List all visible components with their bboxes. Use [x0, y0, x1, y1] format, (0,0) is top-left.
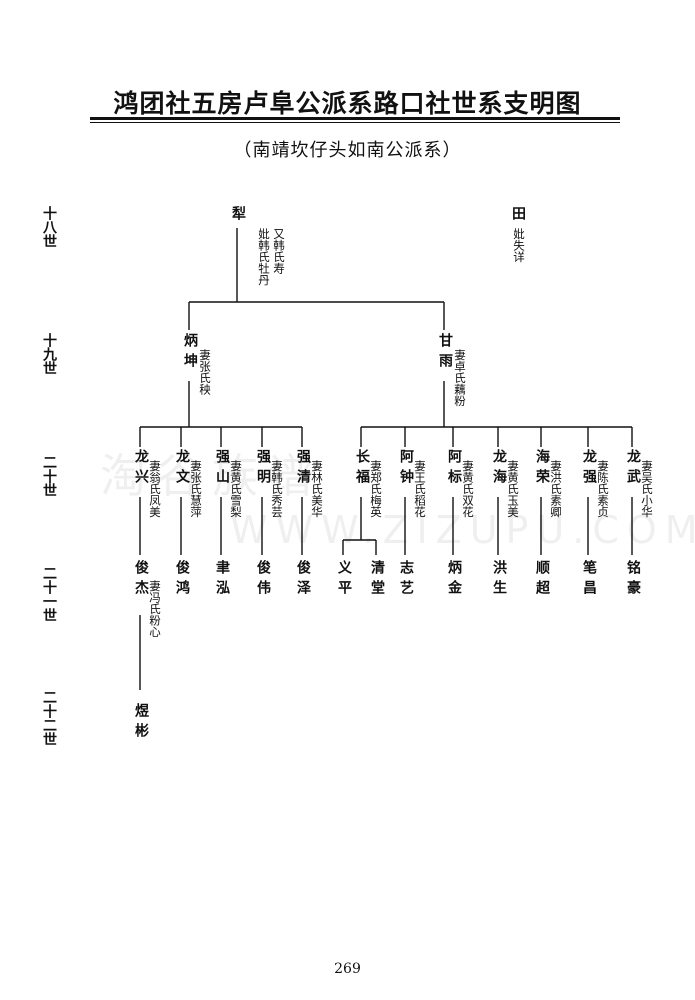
person-name: 犁 — [230, 206, 246, 226]
generation-label: 二十二世 — [41, 690, 57, 746]
title-rule-thick — [90, 117, 620, 120]
person-name: 甘雨 — [437, 333, 453, 373]
person-name: 俊泽 — [295, 560, 311, 600]
spouse-note: 妻张氏秧 — [198, 349, 212, 395]
person-name: 强明 — [255, 449, 271, 489]
spouse-note: 妣韩氏牡丹 — [257, 228, 271, 286]
spouse-note: 妻郑氏梅英 — [369, 460, 383, 518]
person-name: 长福 — [354, 449, 370, 489]
person-name: 强山 — [214, 449, 230, 489]
person-name: 炳金 — [446, 560, 462, 600]
spouse-note: 妻林氏美华 — [310, 460, 324, 518]
spouse-note: 妻黄氏双花 — [461, 460, 475, 518]
person-name: 洪生 — [491, 560, 507, 600]
person-name: 俊鸿 — [174, 560, 190, 600]
page-number: 269 — [334, 961, 361, 977]
spouse-note: 妻韩氏秀芸 — [270, 460, 284, 518]
spouse-note: 妻洪氏素卿 — [549, 460, 563, 518]
person-name: 铭豪 — [625, 560, 641, 600]
person-name: 俊伟 — [255, 560, 271, 600]
spouse-note: 妻张氏慧萍 — [189, 460, 203, 518]
person-name: 顺超 — [534, 560, 550, 600]
spouse-note: 妻卓氏藕粉 — [453, 349, 467, 407]
watermark-url: WWW.ZIZUPU.COM — [230, 508, 695, 552]
person-name: 龙强 — [581, 449, 597, 489]
person-name: 龙海 — [491, 449, 507, 489]
person-name: 阿标 — [446, 449, 462, 489]
spouse-note: 妻冯氏粉心 — [148, 580, 162, 638]
person-name: 煜彬 — [133, 703, 149, 743]
person-name: 阿钟 — [398, 449, 414, 489]
title-rule-thin — [90, 122, 620, 123]
person-name: 强清 — [295, 449, 311, 489]
person-name: 清堂 — [369, 560, 385, 600]
generation-label: 十八世 — [41, 206, 57, 248]
person-name: 义平 — [336, 560, 352, 600]
person-name: 炳坤 — [182, 333, 198, 373]
person-name: 聿泓 — [214, 560, 230, 600]
person-name: 田 — [510, 206, 526, 226]
person-name: 海荣 — [534, 449, 550, 489]
person-name: 龙兴 — [133, 449, 149, 489]
generation-label: 二十一世 — [41, 566, 57, 622]
spouse-note: 妻陈氏素贞 — [596, 460, 610, 518]
watermark-cn: 淘谷族谱 — [100, 449, 324, 503]
spouse-note: 妣失详 — [512, 228, 526, 263]
spouse-note: 妻黄氏雪梨 — [229, 460, 243, 518]
person-name: 龙武 — [625, 449, 641, 489]
spouse-note: 妻王氏稻花 — [413, 460, 427, 518]
page-title: 鸿团社五房卢阜公派系路口社世系支明图 — [113, 89, 582, 118]
spouse-note: 又韩氏寿 — [272, 228, 286, 274]
person-name: 笔昌 — [581, 560, 597, 600]
generation-label: 二十世 — [41, 455, 57, 497]
person-name: 龙文 — [174, 449, 190, 489]
page-subtitle: （南靖坎仔头如南公派系） — [233, 140, 462, 161]
person-name: 志艺 — [398, 560, 414, 600]
generation-label: 十九世 — [41, 333, 57, 375]
spouse-note: 妻吴氏小华 — [640, 460, 654, 518]
spouse-note: 妻翁氏凤美 — [148, 460, 162, 518]
person-name: 俊杰 — [133, 560, 149, 600]
spouse-note: 妻黄氏玉美 — [506, 460, 520, 518]
